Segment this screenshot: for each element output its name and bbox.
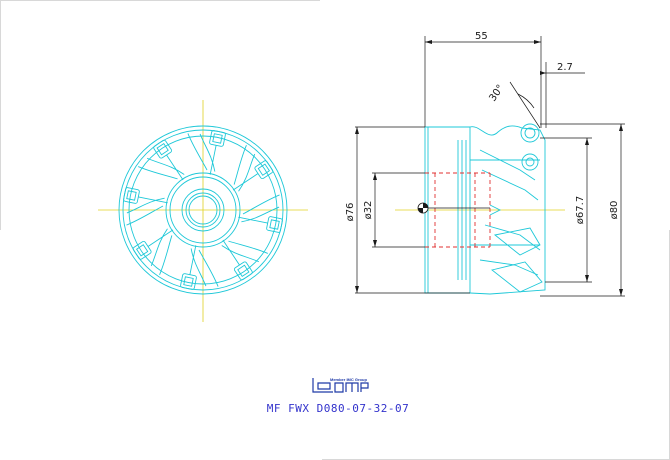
side-body: [424, 123, 546, 295]
front-insert-3: [238, 194, 283, 233]
dimension-labels: 55 2.7 30° ø76 ø32 ø67.7 ø80: [345, 31, 620, 224]
front-insert-2: [232, 145, 274, 192]
front-insert-5: [180, 245, 219, 290]
front-inserts: [123, 130, 283, 290]
front-insert-7: [123, 187, 168, 226]
front-centerlines: [98, 100, 308, 322]
dim-body-diameter-label: ø76: [345, 203, 356, 222]
front-view: [98, 100, 308, 322]
dim-cutting-diameter-label: ø80: [609, 201, 620, 220]
member-text: Member IMC Group: [330, 377, 367, 382]
side-hidden-bore: [425, 172, 491, 248]
dim-length-label: 55: [475, 31, 488, 42]
front-insert-8: [138, 139, 185, 181]
dimension-arrows: [355, 40, 623, 296]
iscar-logo-icon: [312, 378, 369, 393]
dim-angle-label: 30°: [487, 83, 506, 104]
dim-offset-label: 2.7: [557, 62, 573, 73]
front-body-outline: [118, 125, 288, 295]
front-insert-6: [132, 228, 174, 275]
dim-bore-diameter-label: ø32: [363, 201, 374, 220]
dimension-lines: [355, 36, 625, 297]
front-insert-4: [221, 239, 268, 281]
dim-inner-diameter-label: ø67.7: [575, 196, 586, 224]
bore-center-mark: [417, 202, 429, 214]
side-view: [395, 123, 565, 295]
part-number: MF FWX D080-07-32-07: [267, 402, 409, 415]
front-insert-1: [187, 130, 226, 175]
